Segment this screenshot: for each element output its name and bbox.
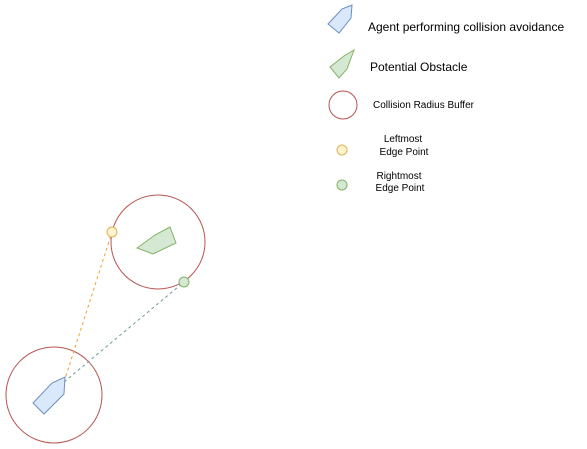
- legend: Agent performing collision avoidance Pot…: [327, 4, 564, 194]
- leftmost-ray: [63, 231, 113, 383]
- legend-rightmost-icon: [336, 179, 348, 191]
- legend-obstacle-icon: [329, 48, 355, 79]
- agent-shape: [32, 376, 66, 415]
- scene: [5, 194, 206, 444]
- legend-buffer-icon: [328, 90, 358, 120]
- legend-item-leftmost: Leftmost Edge Point: [336, 134, 429, 158]
- legend-rightmost-label-line2: Edge Point: [376, 183, 425, 194]
- agent-buffer-circle: [5, 346, 103, 444]
- legend-item-buffer: Collision Radius Buffer: [328, 90, 475, 120]
- legend-obstacle-label: Potential Obstacle: [370, 60, 468, 74]
- obstacle-shape: [135, 226, 177, 255]
- legend-leftmost-label-line2: Edge Point: [380, 147, 429, 158]
- legend-rightmost-label-line1: Rightmost: [376, 171, 421, 182]
- legend-item-obstacle: Potential Obstacle: [329, 48, 468, 79]
- legend-leftmost-icon: [336, 144, 348, 156]
- rightmost-edge-point: [178, 276, 190, 288]
- legend-buffer-label: Collision Radius Buffer: [373, 100, 475, 111]
- legend-leftmost-label-line1: Leftmost: [384, 134, 423, 145]
- legend-item-agent: Agent performing collision avoidance: [327, 4, 564, 34]
- legend-agent-icon: [327, 4, 353, 34]
- legend-item-rightmost: Rightmost Edge Point: [336, 171, 425, 194]
- legend-agent-label: Agent performing collision avoidance: [368, 20, 564, 34]
- obstacle-buffer-circle: [110, 194, 206, 290]
- leftmost-edge-point: [106, 226, 118, 238]
- rightmost-ray: [63, 281, 185, 383]
